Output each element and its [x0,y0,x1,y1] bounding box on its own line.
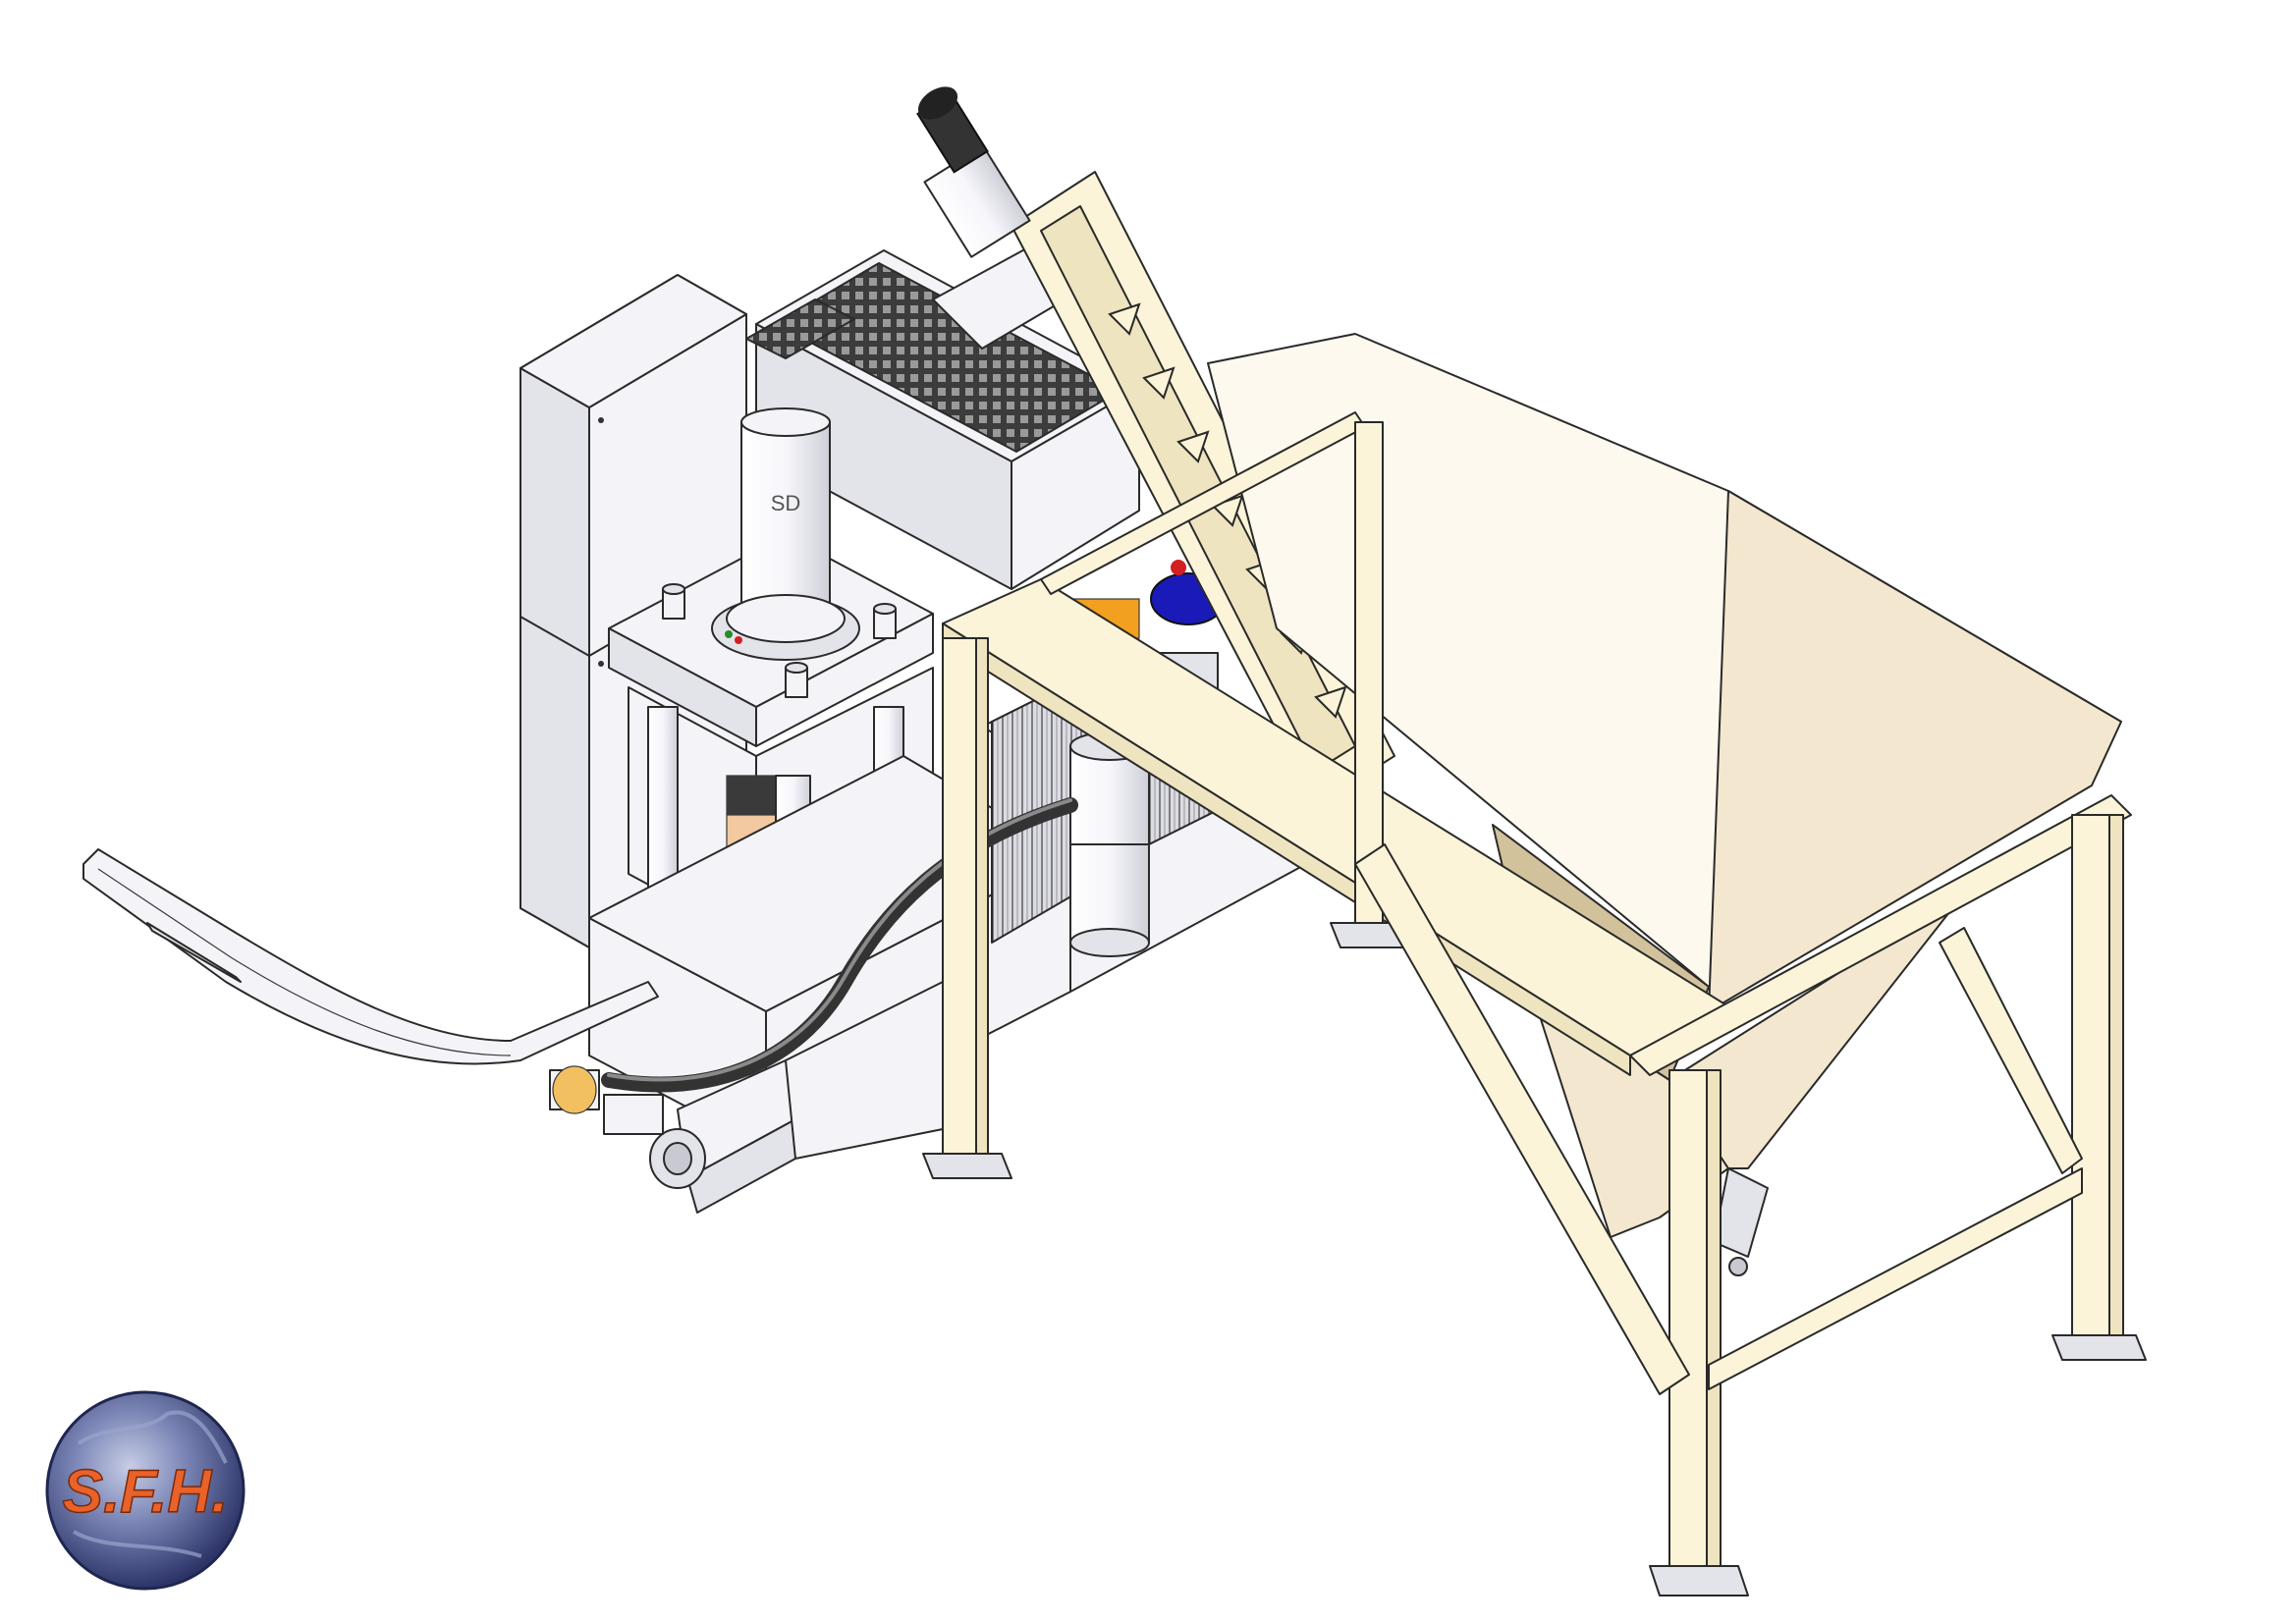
support-frame [922,411,2147,1596]
svg-text:SD: SD [771,491,801,515]
conveyor-drive-motor [916,86,1031,258]
logo-text: S.F.H. [63,1458,229,1526]
pump-motor [549,981,944,1214]
discharge-chute [82,848,659,1065]
sfh-logo: S.F.H. [45,1390,246,1591]
press-frame: SD [608,407,934,747]
